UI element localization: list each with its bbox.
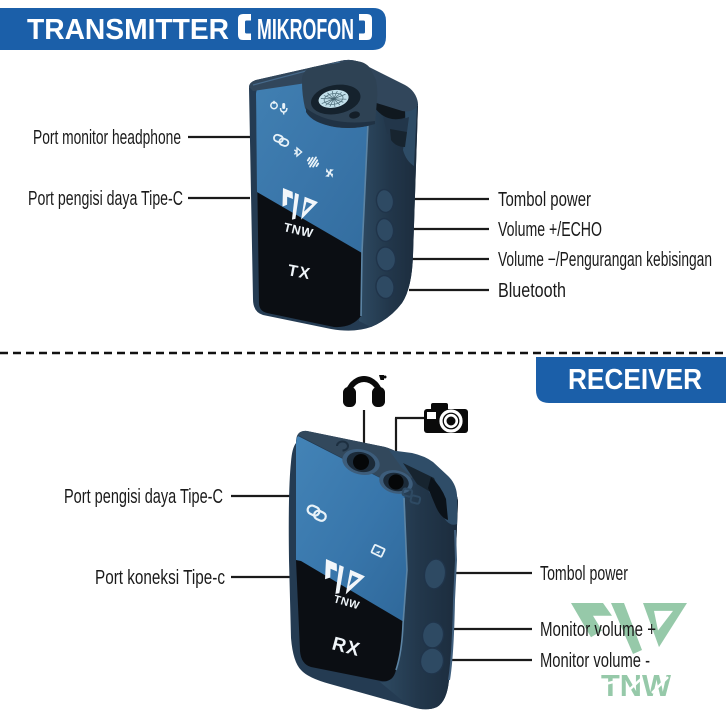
svg-text:Volume +/ECHO: Volume +/ECHO bbox=[498, 219, 602, 241]
svg-text:TX: TX bbox=[286, 262, 312, 283]
svg-text:Port pengisi daya Tipe-C: Port pengisi daya Tipe-C bbox=[64, 486, 223, 508]
svg-text:Monitor volume -: Monitor volume - bbox=[540, 650, 650, 672]
svg-text:Volume −/Pengurangan kebisinga: Volume −/Pengurangan kebisingan bbox=[498, 249, 712, 271]
svg-text:RECEIVER: RECEIVER bbox=[568, 364, 702, 396]
svg-text:Tombol power: Tombol power bbox=[498, 189, 591, 211]
svg-text:Port monitor headphone: Port monitor headphone bbox=[33, 127, 181, 149]
svg-text:Port pengisi daya Tipe-C: Port pengisi daya Tipe-C bbox=[28, 188, 183, 210]
svg-text:TRANSMITTER: TRANSMITTER bbox=[27, 14, 229, 46]
svg-text:Bluetooth: Bluetooth bbox=[498, 280, 566, 302]
svg-text:TNW: TNW bbox=[282, 220, 314, 240]
svg-text:Monitor volume +: Monitor volume + bbox=[540, 619, 656, 641]
svg-text:Port koneksi Tipe-c: Port koneksi Tipe-c bbox=[95, 567, 225, 589]
svg-text:MIKROFON: MIKROFON bbox=[257, 14, 354, 46]
svg-text:Tombol power: Tombol power bbox=[540, 563, 628, 585]
